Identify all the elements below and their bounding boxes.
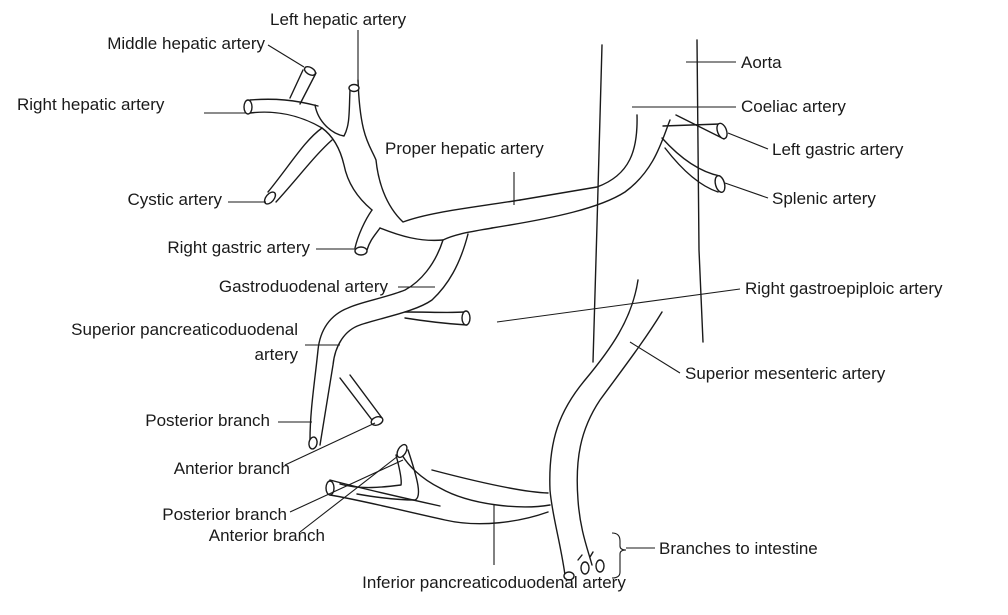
gastroduodenal-vessel bbox=[308, 234, 470, 450]
label-right-gastroepiploic-artery: Right gastroepiploic artery bbox=[745, 279, 943, 298]
coeliac-trunk-vessel bbox=[492, 115, 729, 228]
label-anterior-branch-upper: Anterior branch bbox=[174, 459, 290, 478]
label-coeliac-artery: Coeliac artery bbox=[741, 97, 846, 116]
label-posterior-branch-lower: Posterior branch bbox=[162, 505, 287, 524]
label-superior-pancreaticoduodenal-line1: Superior pancreaticoduodenal bbox=[71, 320, 298, 339]
label-left-hepatic-artery: Left hepatic artery bbox=[270, 10, 407, 29]
label-superior-pancreaticoduodenal-line2: artery bbox=[255, 345, 299, 364]
label-anterior-branch-lower: Anterior branch bbox=[209, 526, 325, 545]
leader-lines bbox=[204, 30, 768, 565]
label-cystic-artery: Cystic artery bbox=[128, 190, 223, 209]
label-right-hepatic-artery: Right hepatic artery bbox=[17, 95, 165, 114]
aorta-vessel bbox=[593, 40, 703, 362]
label-right-gastric-artery: Right gastric artery bbox=[167, 238, 310, 257]
intestinal-branches-brace bbox=[612, 533, 626, 578]
label-aorta: Aorta bbox=[741, 53, 782, 72]
label-branches-to-intestine: Branches to intestine bbox=[659, 539, 818, 558]
label-proper-hepatic-artery: Proper hepatic artery bbox=[385, 139, 544, 158]
label-posterior-branch-upper: Posterior branch bbox=[145, 411, 270, 430]
label-gastroduodenal-artery: Gastroduodenal artery bbox=[219, 277, 389, 296]
label-middle-hepatic-artery: Middle hepatic artery bbox=[107, 34, 265, 53]
label-superior-mesenteric-artery: Superior mesenteric artery bbox=[685, 364, 886, 383]
label-splenic-artery: Splenic artery bbox=[772, 189, 876, 208]
hepatic-artery-vessel bbox=[244, 65, 520, 255]
label-left-gastric-artery: Left gastric artery bbox=[772, 140, 904, 159]
label-inferior-pancreaticoduodenal-artery: Inferior pancreaticoduodenal artery bbox=[362, 573, 626, 592]
